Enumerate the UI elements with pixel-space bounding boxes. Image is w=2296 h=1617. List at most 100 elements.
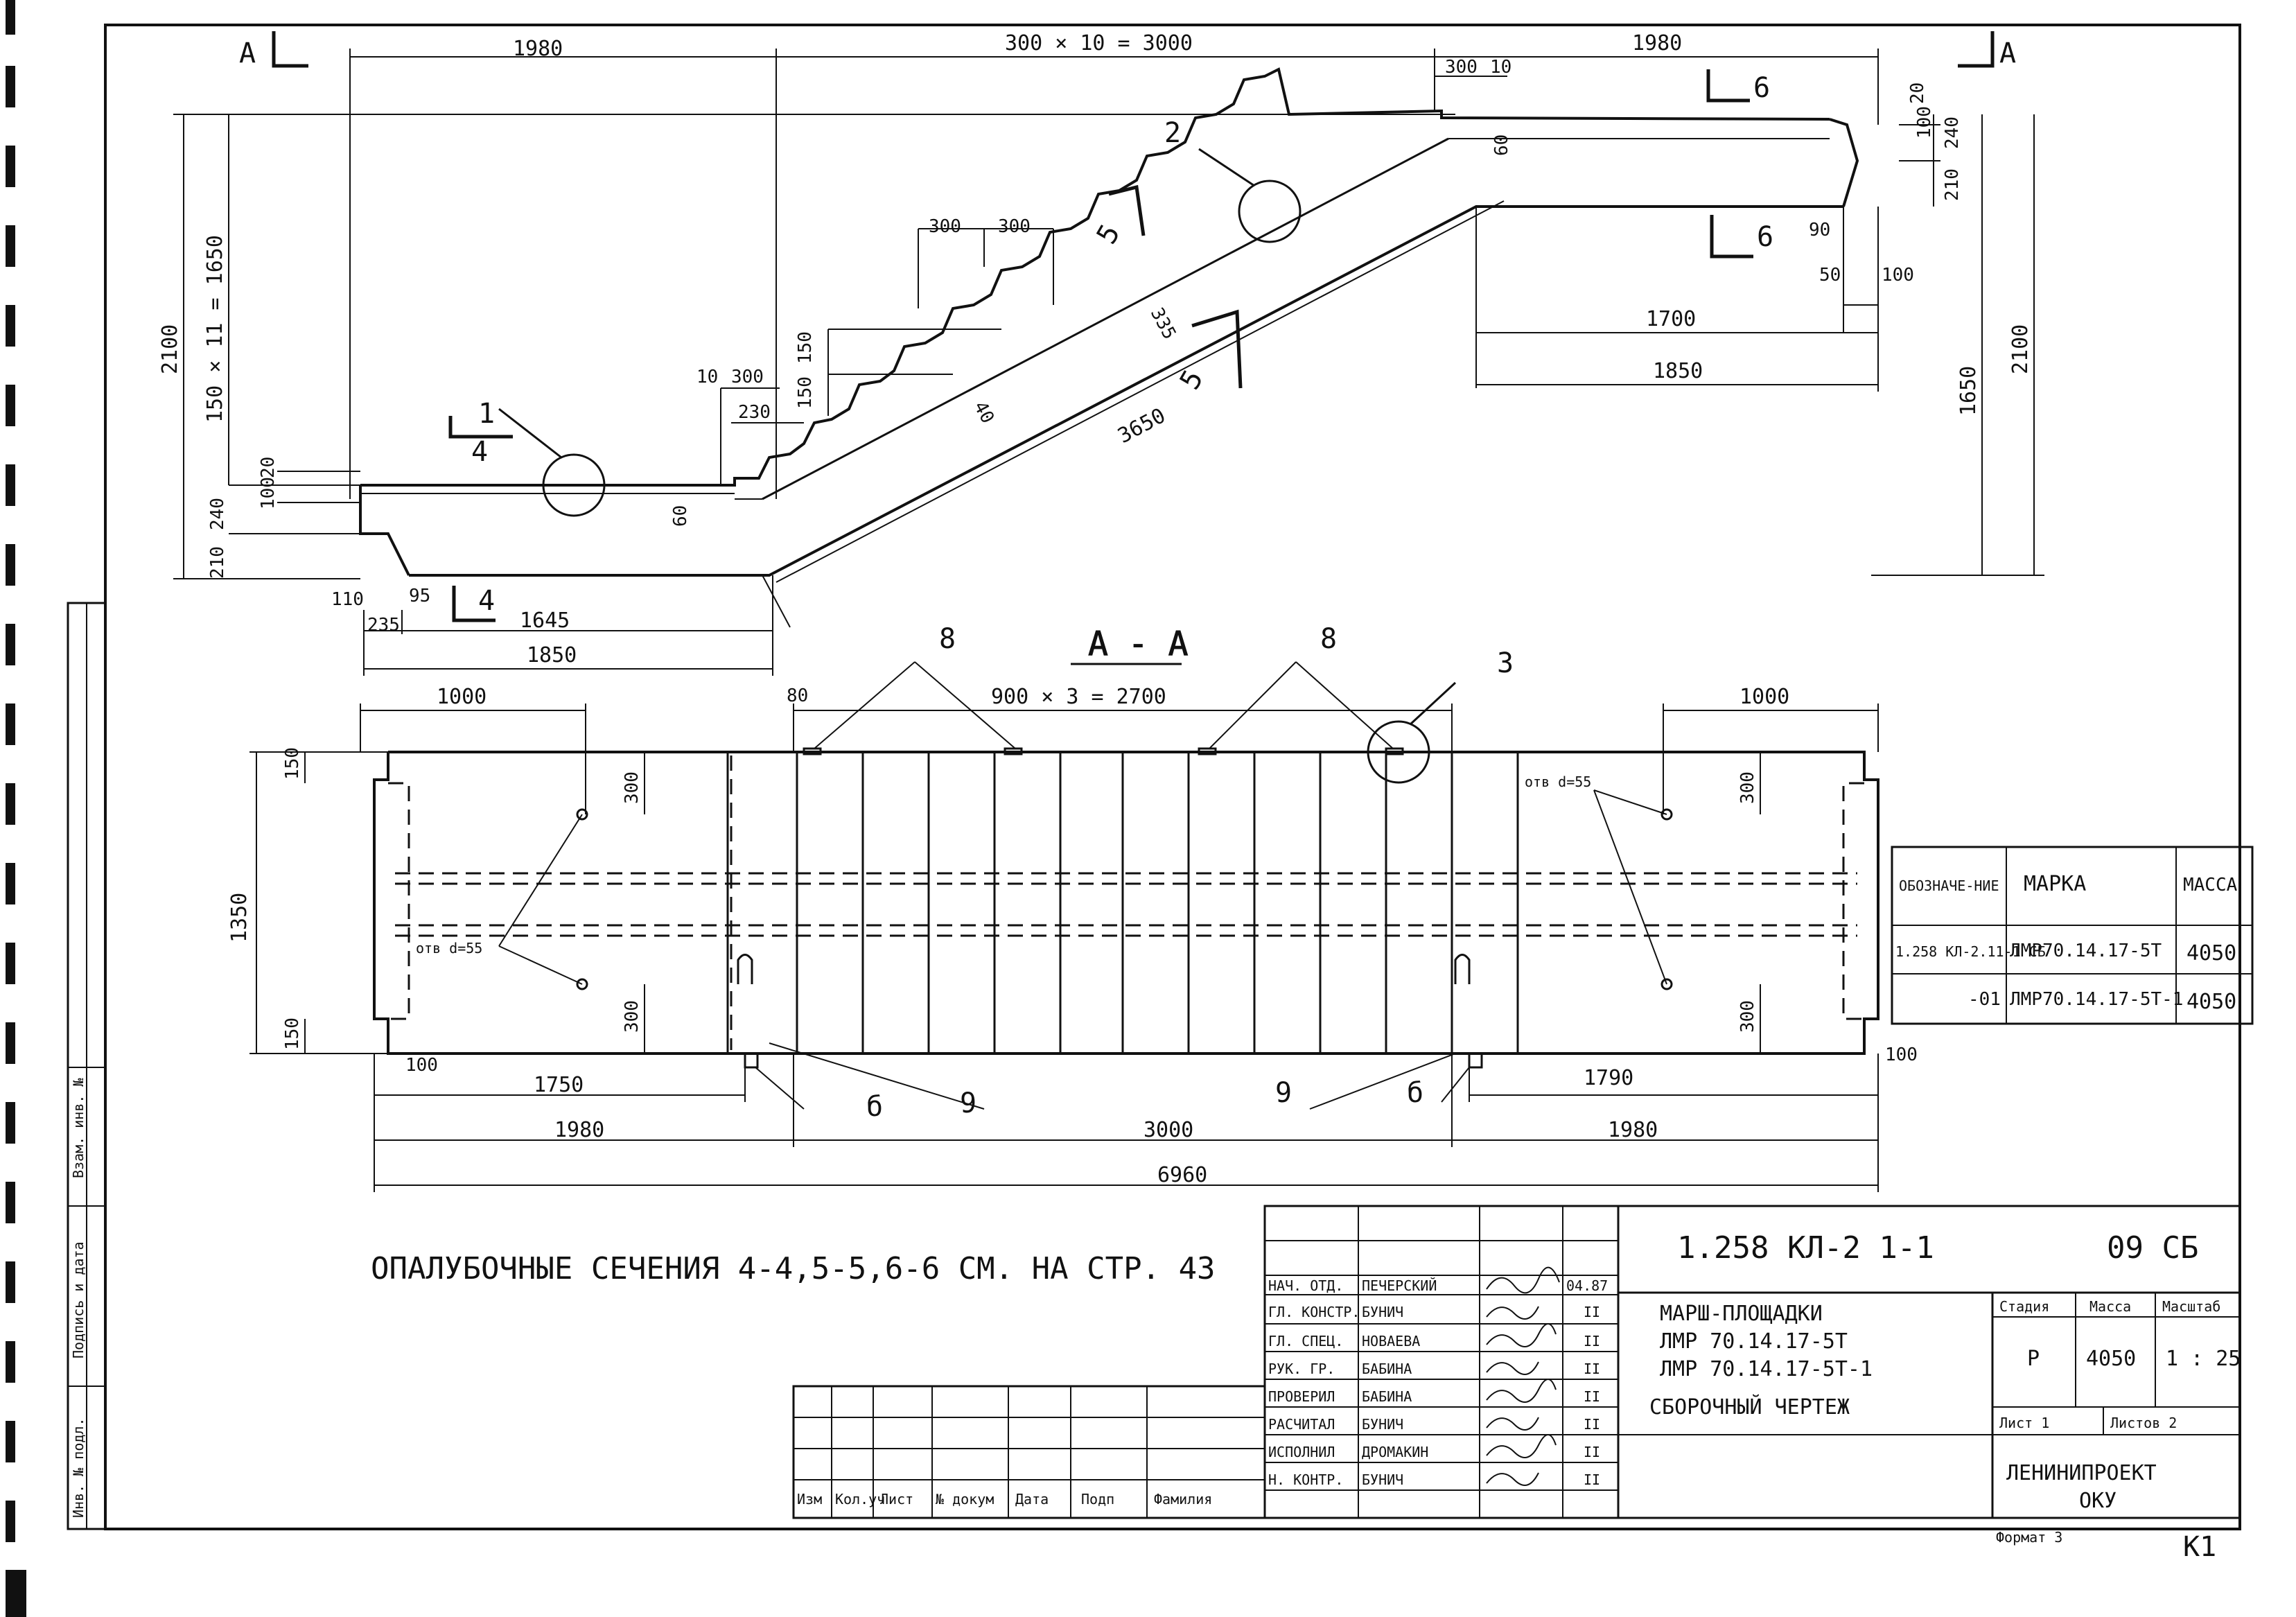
side-stamp-label-1: Инв. № подл. xyxy=(70,1418,87,1519)
elevation-top-profile xyxy=(360,67,1830,487)
dim-plan-right1000: 1000 xyxy=(1739,685,1789,709)
plan-hidden-lines xyxy=(388,755,1864,1050)
view-a-right-label: А xyxy=(1999,37,2016,69)
hole-left-top xyxy=(576,808,588,821)
side-stamp-label-2: Подпись и дата xyxy=(70,1241,87,1358)
org-line-2: ОКУ xyxy=(2079,1489,2117,1513)
dim-60-right: 60 xyxy=(1491,134,1512,156)
sig-role-5: ПРОВЕРИЛ xyxy=(1268,1388,1335,1405)
dim-100-left: 100 xyxy=(258,477,279,509)
dim-335: 335 xyxy=(1146,304,1180,343)
dim-1650-right: 1650 xyxy=(1956,366,1981,416)
dim-plan-300-rb: 300 xyxy=(1737,1000,1758,1033)
elevation-labels: А А 1980 300 × 10 = 3000 1980 300 10 1 2… xyxy=(158,31,2033,679)
sig-date-6: II xyxy=(1584,1416,1600,1433)
dim-50: 50 xyxy=(1819,265,1841,286)
rev-header-sign: Подп xyxy=(1081,1491,1114,1507)
dim-plan-80: 80 xyxy=(787,685,808,706)
dim-20-right: 20 xyxy=(1907,82,1928,104)
name-line-4: СБОРОЧНЫЙ ЧЕРТЕЖ xyxy=(1649,1395,1850,1419)
callout-9-right: 9 xyxy=(1275,1077,1292,1109)
marks-row1-designation: 1.258 КЛ-2.11-1 СБ xyxy=(1895,943,2046,960)
dim-90: 90 xyxy=(1809,220,1830,241)
section-6-top: 6 xyxy=(1753,72,1770,104)
rev-header-izm: Изм xyxy=(797,1491,822,1507)
side-stamp-label-3: Взам. инв. № xyxy=(70,1078,87,1178)
dim-plan-1980-right: 1980 xyxy=(1608,1118,1658,1142)
callout-9-left: 9 xyxy=(960,1087,976,1119)
dim-plan-1790: 1790 xyxy=(1584,1066,1633,1090)
marks-row2-designation: -01 xyxy=(1968,989,2001,1010)
sig-name-5: БАБИНА xyxy=(1362,1388,1412,1405)
marks-header-mass: МАССА xyxy=(2183,875,2238,895)
format-label: Формат 3 xyxy=(1996,1529,2062,1546)
plan-title: А - А xyxy=(1088,624,1189,663)
callout-2: 2 xyxy=(1164,117,1181,149)
dim-plan-100-left: 100 xyxy=(405,1055,438,1076)
plan-view: А - А xyxy=(227,623,1918,1192)
section-note: ОПАЛУБОЧНЫЕ СЕЧЕНИЯ 4-4,5-5,6-6 СМ. НА С… xyxy=(371,1251,1216,1286)
dim-150-b: 150 xyxy=(795,376,816,409)
sig-role-7: ИСПОЛНИЛ xyxy=(1268,1444,1335,1460)
sig-role-6: РАСЧИТАЛ xyxy=(1268,1416,1335,1433)
sig-role-8: Н. КОНТР. xyxy=(1268,1471,1343,1488)
dim-plan-1980-left: 1980 xyxy=(554,1118,604,1142)
dim-300-b: 300 xyxy=(998,216,1031,237)
dim-210-right: 210 xyxy=(1942,168,1963,201)
dim-1650-left: 150 × 11 = 1650 xyxy=(203,235,227,423)
marks-row2-mass: 4050 xyxy=(2187,990,2236,1014)
side-stamp: Инв. № подл. Подпись и дата Взам. инв. № xyxy=(67,602,107,1530)
dim-240-right: 240 xyxy=(1942,116,1963,149)
sig-role-2: ГЛ. КОНСТР. xyxy=(1268,1304,1360,1320)
callout-1: 1 xyxy=(478,398,495,430)
sig-role-1: НАЧ. ОТД. xyxy=(1268,1277,1343,1294)
stage-value: Р xyxy=(2027,1347,2040,1371)
handwritten-signatures xyxy=(1486,1266,1560,1486)
dim-plan-300-lb: 300 xyxy=(622,1000,642,1033)
marks-header-mark: МАРКА xyxy=(2024,872,2086,896)
sig-date-1: 04.87 xyxy=(1566,1277,1608,1294)
dim-plan-3000: 3000 xyxy=(1143,1118,1193,1142)
dim-300-c: 300 xyxy=(731,367,764,387)
sig-name-3: НОВАЕВА xyxy=(1362,1333,1420,1349)
section-4-bottom: 4 xyxy=(478,585,495,617)
name-line-3: ЛМР 70.14.17-5Т-1 xyxy=(1660,1357,1873,1381)
name-line-2: ЛМР 70.14.17-5Т xyxy=(1660,1329,1848,1354)
title-block xyxy=(792,1205,2241,1519)
drawing-code: 1.258 КЛ-2 1-1 xyxy=(1677,1230,1934,1266)
rev-header-date: Дата xyxy=(1015,1491,1049,1507)
callout-8-right: 8 xyxy=(1320,623,1337,655)
mass-value: 4050 xyxy=(2086,1347,2136,1371)
rev-header-list: Лист xyxy=(880,1491,913,1507)
org-line-1: ЛЕНИНИПРОЕКТ xyxy=(2006,1461,2157,1485)
dim-60-left: 60 xyxy=(670,505,691,527)
col-header-stage: Стадия xyxy=(1999,1298,2049,1315)
dim-40: 40 xyxy=(970,398,998,427)
callout-6-left: б xyxy=(866,1091,883,1123)
dim-2100-right: 2100 xyxy=(2008,324,2033,374)
dim-plan-300-lt: 300 xyxy=(622,771,642,804)
sig-date-7: II xyxy=(1584,1444,1600,1460)
holes xyxy=(498,789,1673,990)
col-header-scale: Масштаб xyxy=(2162,1298,2220,1315)
sig-role-4: РУК. ГР. xyxy=(1268,1361,1335,1377)
dim-plan-left1000: 1000 xyxy=(437,685,487,709)
detail-circle-1 xyxy=(542,453,606,517)
plan-outline xyxy=(373,751,1879,1055)
hole-left-bottom xyxy=(576,978,588,990)
dim-2100-left: 2100 xyxy=(158,324,182,374)
dim-plan-1750: 1750 xyxy=(534,1073,584,1097)
rev-header-name: Фамилия xyxy=(1154,1491,1212,1507)
hole-right-bottom xyxy=(1660,978,1673,990)
dim-210-left: 210 xyxy=(207,546,228,579)
binding-marks xyxy=(6,0,26,1617)
dim-235: 235 xyxy=(367,615,400,636)
rev-header-kolch: Кол.уч xyxy=(835,1491,885,1507)
sig-name-7: ДРОМАКИН xyxy=(1362,1444,1428,1460)
section-markers xyxy=(272,31,1995,622)
dim-10-b: 10 xyxy=(696,367,718,387)
sig-name-2: БУНИЧ xyxy=(1362,1304,1403,1320)
dim-240-left: 240 xyxy=(207,498,228,530)
detail-circle-2 xyxy=(1238,180,1302,243)
corner-mark: К1 xyxy=(2183,1531,2216,1563)
